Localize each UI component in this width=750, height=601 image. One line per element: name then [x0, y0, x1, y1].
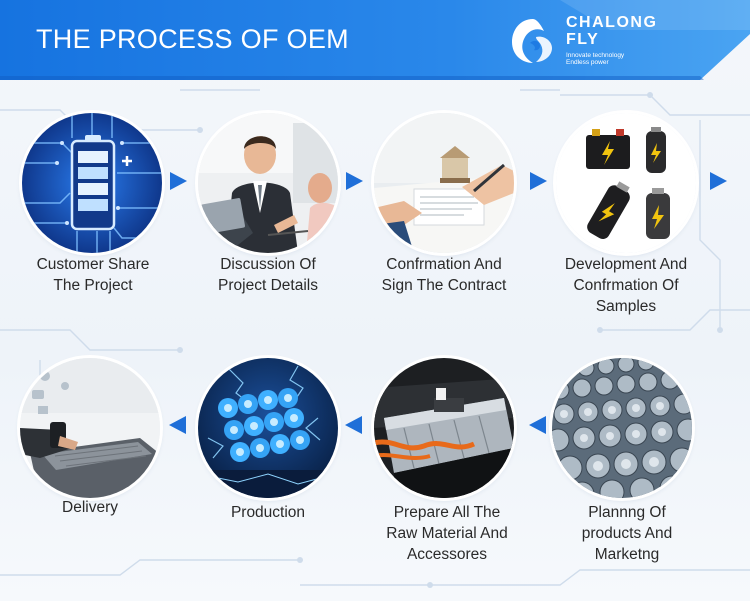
label-line: Raw Material And: [386, 525, 508, 542]
step-label-confirmation-contract: Confrmation And Sign The Contract: [354, 254, 534, 296]
label-line: Production: [230, 504, 306, 521]
step-label-prepare-material: Prepare All The Raw Material And Accesso…: [357, 502, 537, 565]
brand-name-line1: CHALONG: [566, 14, 658, 31]
brand-name: CHALONG FLY: [566, 14, 657, 48]
tagline-line1: Innovate technology: [566, 52, 625, 59]
step-label-development-samples: Development And Confrmation Of Samples: [536, 254, 716, 317]
label-line: products And: [581, 525, 673, 542]
label-line: Marketng: [594, 546, 660, 563]
step-label-planning: Plannng Of products And Marketng: [537, 502, 717, 565]
label-line: Prepare All The: [393, 504, 501, 521]
step-label-delivery: Delivery: [0, 497, 180, 518]
arrow-right-icon: [346, 172, 363, 190]
label-line: Development And: [564, 256, 688, 273]
meeting-people-image: [198, 113, 338, 253]
label-line: Confrmation And: [386, 256, 502, 273]
label-line: Project Details: [218, 277, 318, 294]
header-background: [0, 0, 750, 80]
label-line: Sign The Contract: [381, 277, 507, 294]
brand-name-line2: FLY: [566, 31, 600, 48]
battery-module-image: [374, 358, 514, 498]
step-label-discussion: Discussion Of Project Details: [178, 254, 358, 296]
tagline-line2: Endless power: [566, 59, 609, 66]
brand-tagline: Innovate technology Endless power: [566, 52, 624, 66]
step-label-production: Production: [178, 502, 358, 523]
step-label-customer-share: Customer Share The Project: [3, 254, 183, 296]
header-banner: THE PROCESS OF OEM CHALONG FLY Innovate …: [0, 0, 750, 80]
arrow-right-icon: [530, 172, 547, 190]
arrow-right-icon: [170, 172, 187, 190]
label-line: Delivery: [62, 499, 118, 516]
label-line: Samples: [595, 298, 657, 315]
arrow-left-icon: [345, 416, 362, 434]
brand-logo-icon: [512, 19, 552, 63]
label-line: Plannng Of: [588, 504, 666, 521]
arrow-right-icon: [710, 172, 727, 190]
laptop-delivery-image: [20, 358, 160, 498]
label-line: The Project: [53, 277, 133, 294]
arrow-left-icon: [529, 416, 546, 434]
arrow-left-icon: [169, 416, 186, 434]
cell-array-image: [552, 358, 692, 498]
label-line: Customer Share: [36, 256, 150, 273]
label-line: Confrmation Of: [573, 277, 679, 294]
page-title: THE PROCESS OF OEM: [36, 24, 349, 54]
signing-contract-image: [374, 113, 514, 253]
label-line: Accessores: [406, 546, 488, 563]
label-line: Discussion Of: [220, 256, 316, 273]
production-cells-image: [198, 358, 338, 498]
battery-samples-image: [556, 113, 696, 253]
circuit-battery-image: [22, 113, 162, 253]
